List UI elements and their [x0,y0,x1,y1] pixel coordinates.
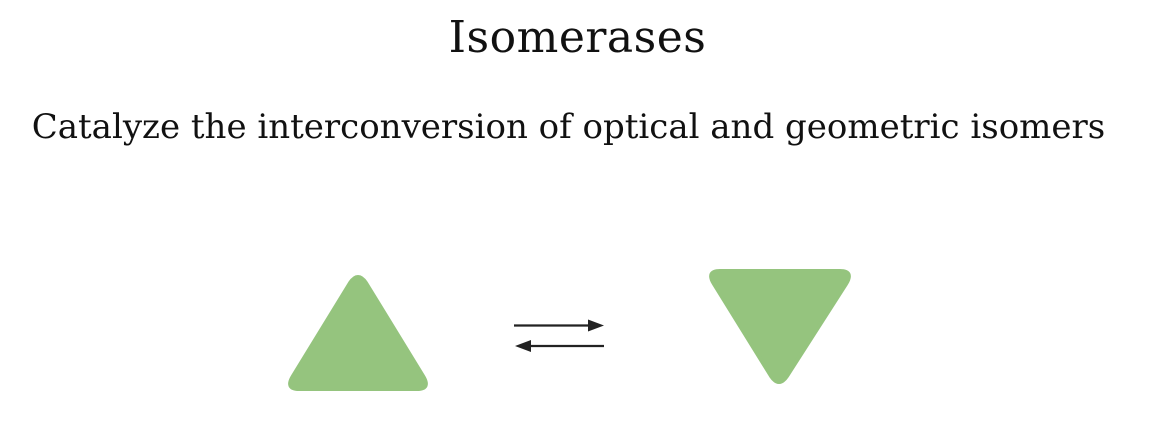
isomer-b-triangle-down [709,269,851,384]
forward-arrow [514,319,604,332]
isomer-a-triangle-up [288,275,428,391]
slide-title: Isomerases [448,12,707,63]
equilibrium-arrows-icon [514,319,604,352]
slide-subtitle: Catalyze the interconversion of optical … [31,107,1106,147]
reverse-arrow [515,340,604,352]
